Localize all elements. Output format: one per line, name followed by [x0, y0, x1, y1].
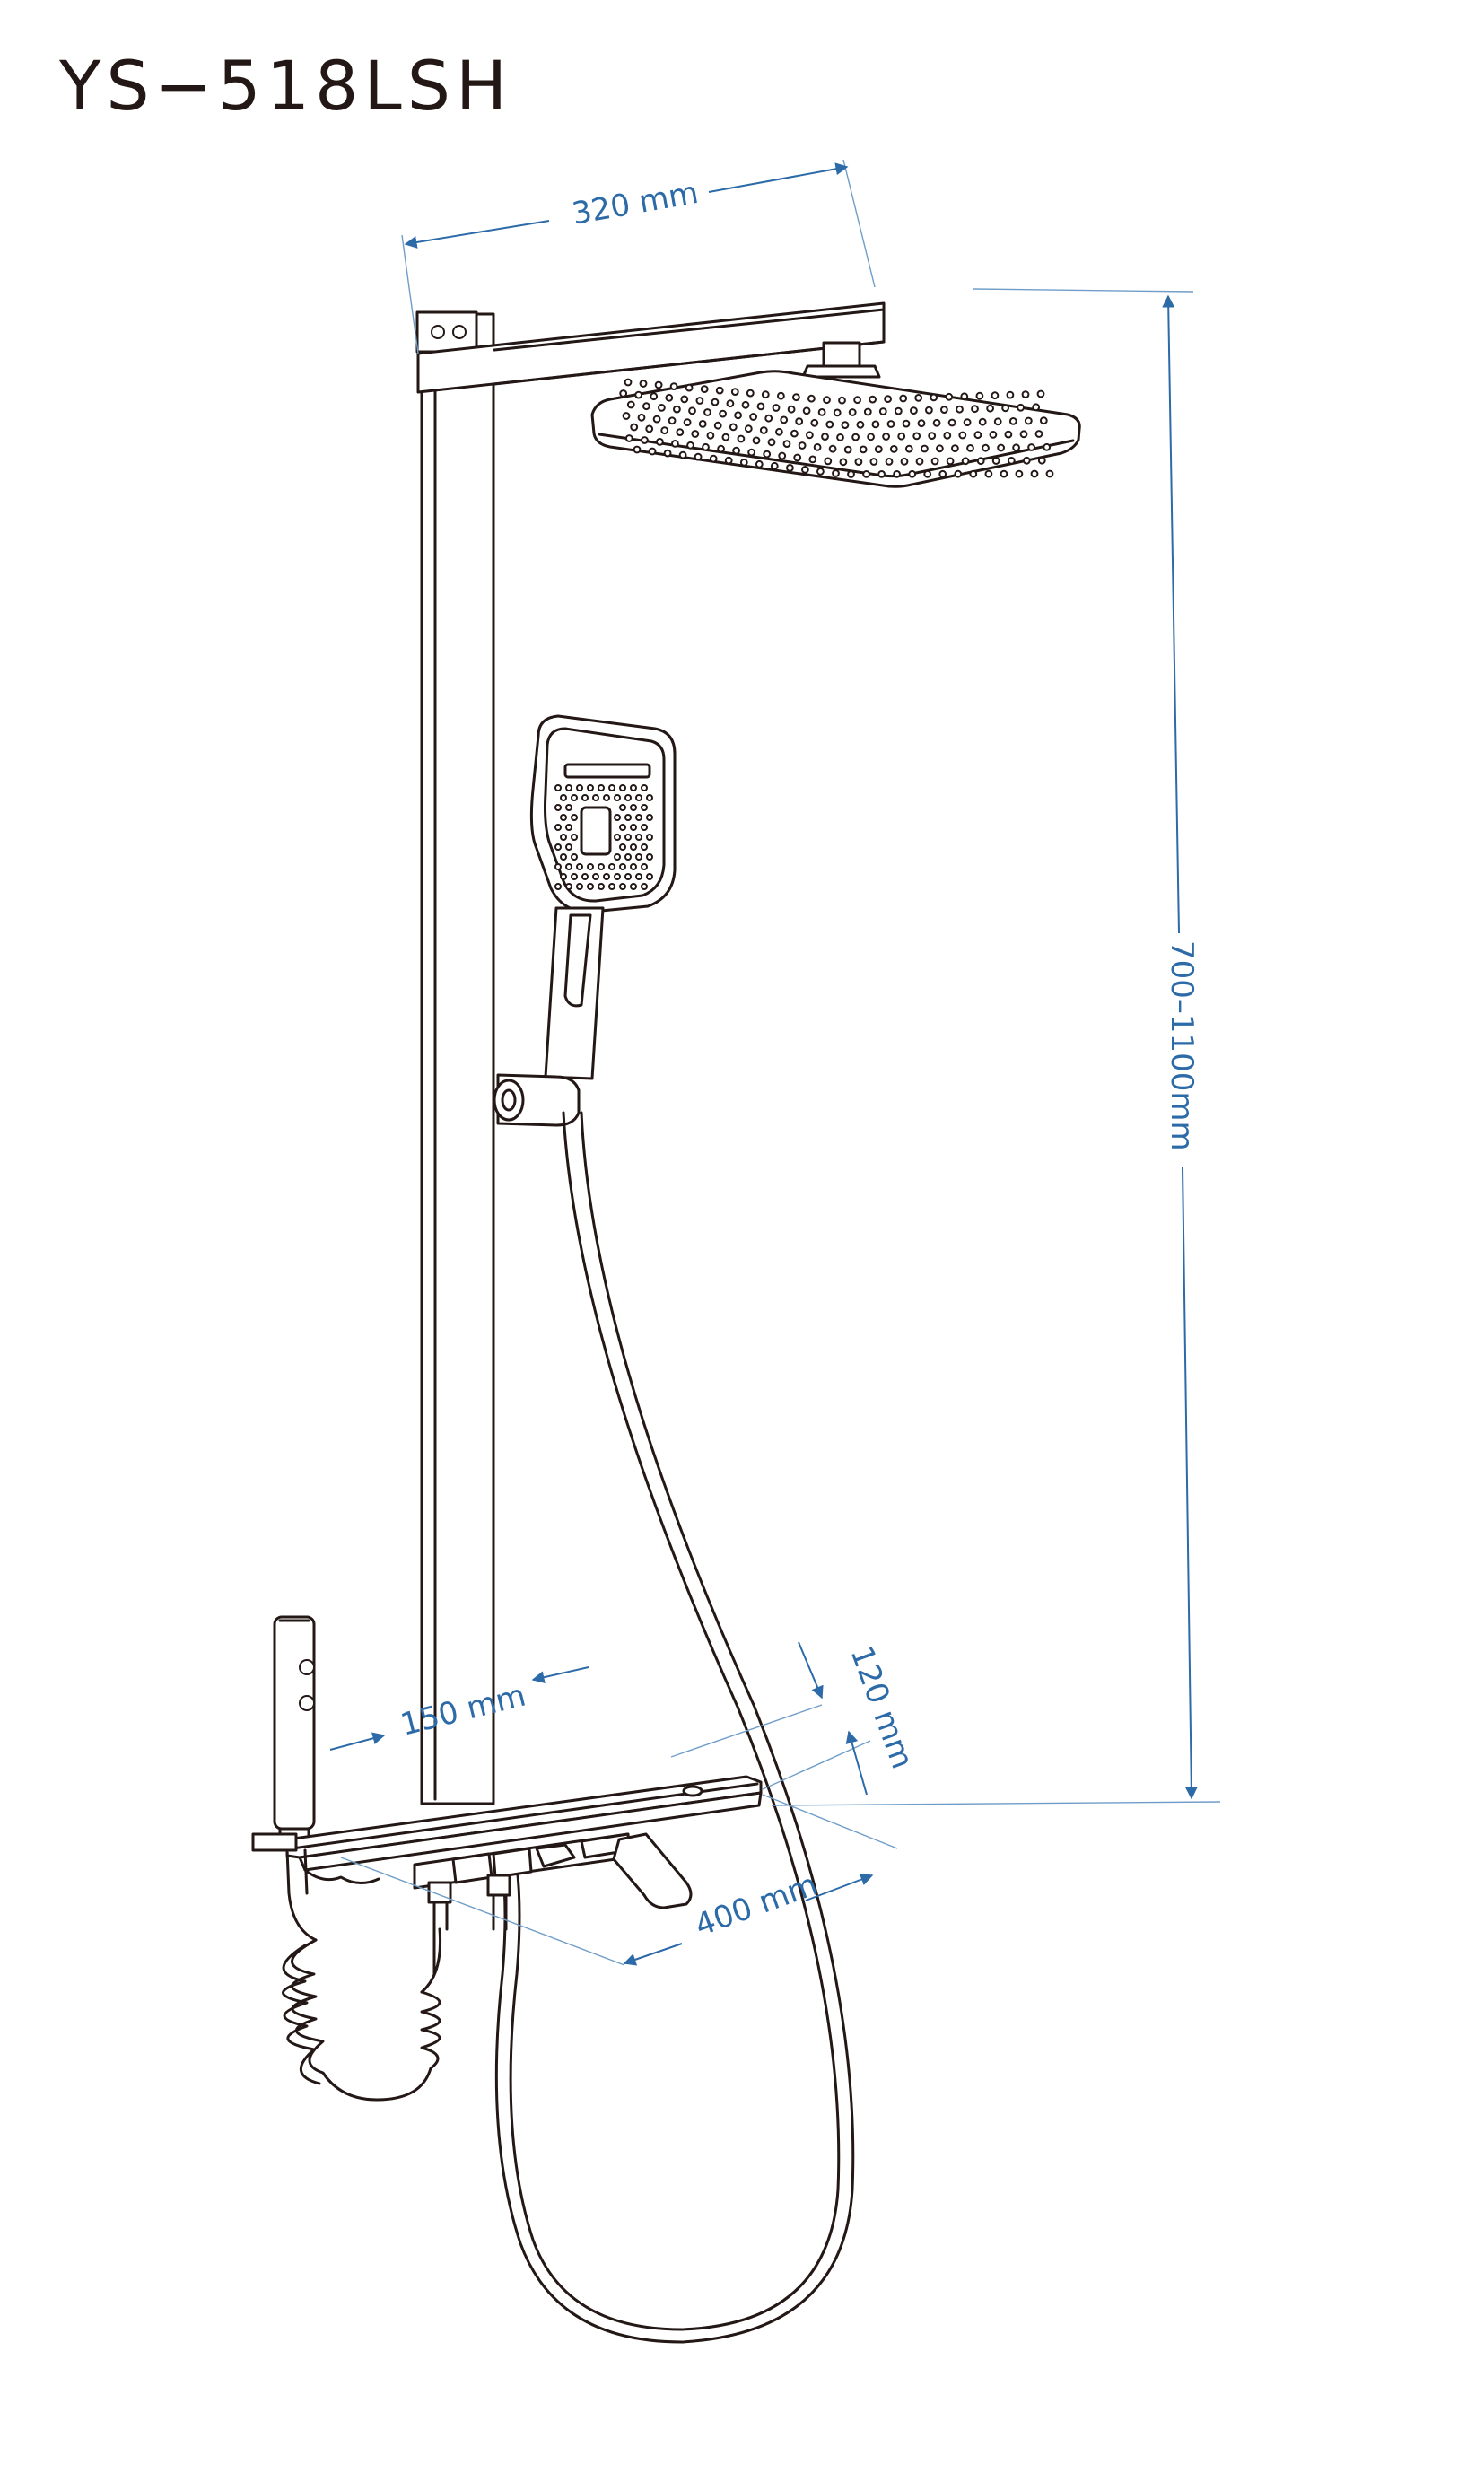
dim-label-top-arm: 320 mm — [570, 175, 702, 232]
rain-head-connector — [801, 341, 881, 379]
dimension-shelf-offset: 150 mm — [329, 1666, 589, 1751]
bidet-sprayer — [273, 1615, 316, 1852]
shower-hose — [494, 1111, 855, 2344]
thermostatic-shelf — [251, 1775, 763, 1884]
slide-bracket — [493, 1073, 581, 1127]
wall-bracket — [415, 310, 478, 354]
model-title: YS−518LSH — [59, 46, 513, 126]
rain-shower-head — [590, 370, 1081, 488]
hand-shower-nozzles — [554, 784, 653, 890]
rain-head-nozzles — [619, 378, 1054, 478]
dim-label-shelf-width: 400 mm — [690, 1866, 822, 1944]
dim-label-height: 700–1100mm — [1164, 940, 1200, 1151]
shower-column — [420, 312, 495, 1805]
dimension-shelf-depth: 120 mm — [670, 1641, 921, 1796]
dimension-height: 700–1100mm — [771, 288, 1221, 1806]
outlet-fittings — [427, 1874, 511, 1931]
top-arm — [416, 301, 886, 394]
hand-shower — [529, 714, 677, 1080]
coiled-hose — [282, 1848, 442, 2102]
tub-spout — [612, 1832, 693, 1909]
dim-label-shelf-offset: 150 mm — [397, 1678, 529, 1743]
